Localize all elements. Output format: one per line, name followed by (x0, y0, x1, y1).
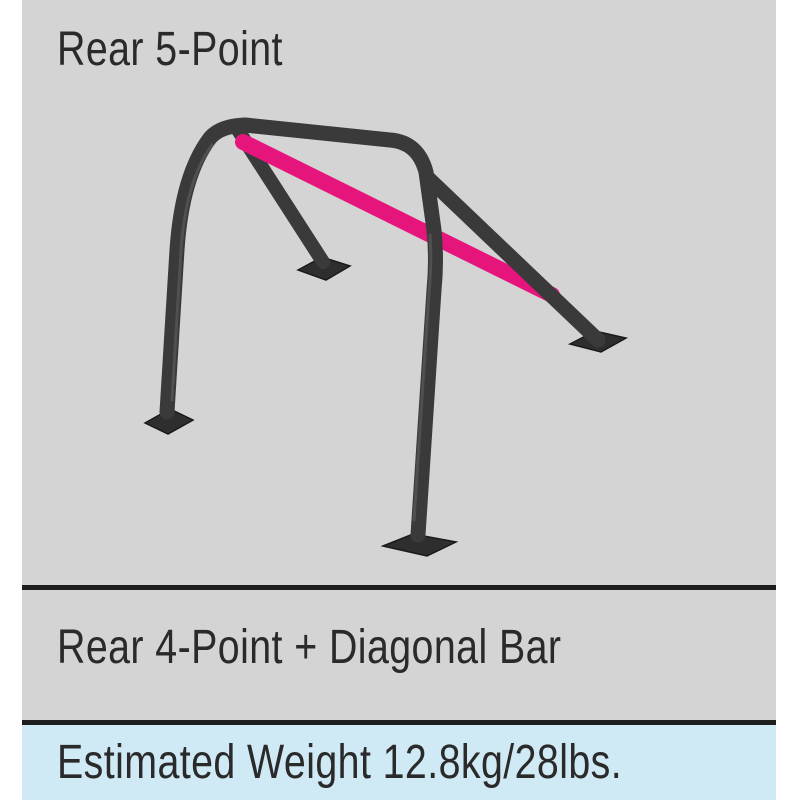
rear-stay-right (420, 170, 606, 348)
diagonal-bar (235, 134, 560, 303)
estimated-weight-text: Estimated Weight 12.8kg/28lbs. (57, 736, 623, 789)
main-hoop (159, 117, 606, 543)
main-hoop-tube (159, 117, 443, 543)
weight-banner: Estimated Weight 12.8kg/28lbs. (22, 725, 776, 800)
divider-bottom (22, 720, 776, 725)
product-option-card: Rear 5-Point (22, 0, 776, 800)
divider-top (22, 585, 776, 590)
tube-highlights (170, 143, 433, 522)
plate-front-right (380, 533, 459, 557)
config-title: Rear 5-Point (57, 23, 283, 76)
config-option-label: Rear 4-Point + Diagonal Bar (57, 621, 562, 674)
